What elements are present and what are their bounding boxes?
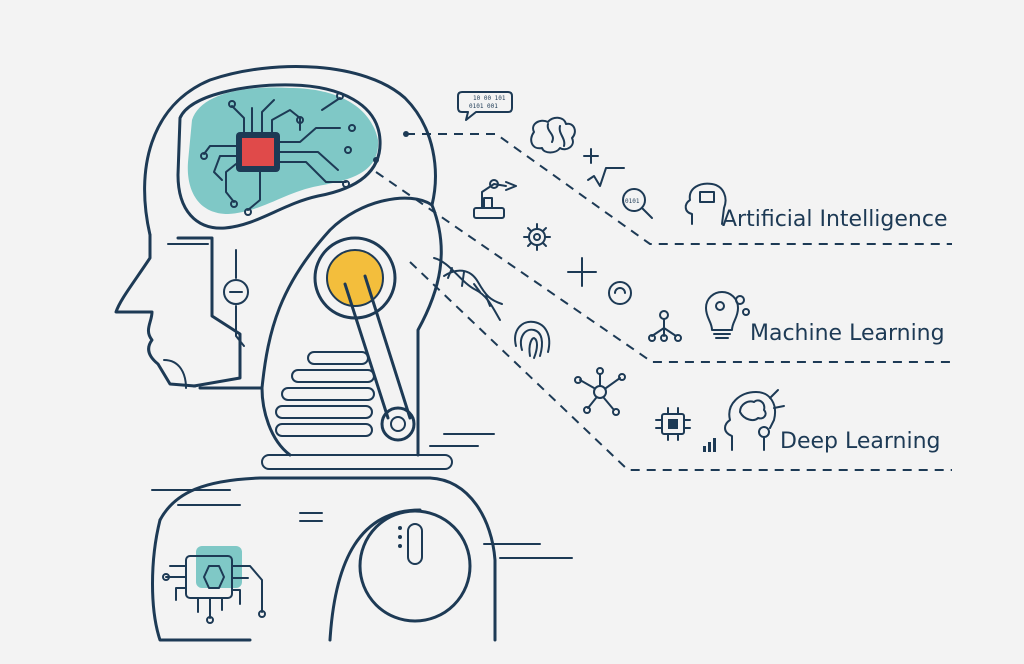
robot-torso — [151, 454, 573, 642]
svg-text:0101: 0101 — [625, 198, 640, 205]
connector-dl — [409, 261, 952, 471]
brain-chip-core — [242, 138, 274, 166]
lightbulb-gears-icon — [705, 291, 750, 339]
gear-icon — [523, 223, 551, 251]
robot-helmet-curve — [198, 196, 434, 390]
robot-back-head — [416, 203, 443, 362]
math-symbols-icon — [583, 148, 625, 187]
robot-jaw — [176, 236, 242, 388]
head-chip-icon — [684, 182, 727, 225]
dashed-connectors — [373, 131, 952, 471]
torso-chip — [162, 546, 266, 624]
bar-chart-icon — [703, 438, 716, 452]
shoulder-joint — [358, 509, 472, 623]
rings-icon — [608, 281, 632, 305]
brain-blob — [187, 87, 379, 214]
robot-head — [114, 64, 495, 457]
molecule-icon — [574, 367, 626, 416]
label-artificial-intelligence: Artificial Intelligence — [722, 207, 948, 232]
network-tree-icon — [648, 310, 682, 342]
connector-ai — [406, 133, 952, 245]
binary-line-1: 10 00 101 — [473, 95, 506, 102]
magnifier-binary-icon: 0101 — [622, 188, 653, 219]
plus-icon — [567, 257, 597, 287]
label-deep-learning: Deep Learning — [780, 429, 940, 454]
brain-icon — [530, 116, 576, 154]
connector-ml — [375, 171, 952, 363]
robot-skull-inner — [176, 83, 382, 230]
robot-rod-joint — [380, 406, 416, 442]
chip-icon — [655, 407, 691, 441]
label-machine-learning: Machine Learning — [750, 321, 945, 346]
brain-circuit — [200, 92, 356, 216]
robot-skull-outline — [143, 64, 437, 237]
binary-line-2: 0101 001 — [469, 103, 498, 110]
robot-face-profile — [114, 233, 197, 388]
head-brain-icon — [724, 389, 785, 451]
robot-arm-icon — [473, 179, 517, 219]
fingerprint-icon — [514, 320, 551, 359]
dna-icon — [433, 257, 503, 321]
speech-bubble-icon: 10 00 101 0101 001 — [457, 91, 513, 121]
